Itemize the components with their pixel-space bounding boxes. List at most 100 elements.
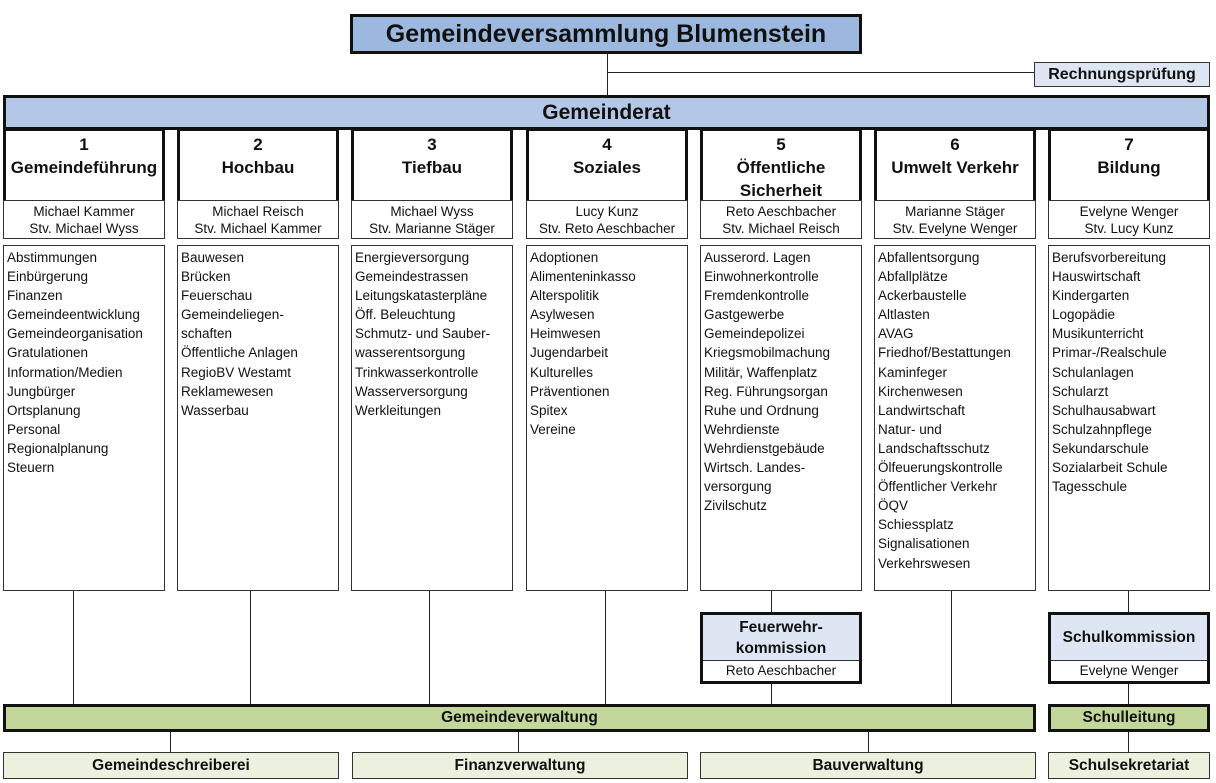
task-item: schaften [181, 326, 233, 342]
fire-commission-person: Reto Aeschbacher [703, 660, 859, 681]
department-name: Bildung [1097, 158, 1161, 177]
fire-commission-title-line1: Feuerwehr- [739, 618, 823, 636]
task-item: Berufsvorbereitung [1052, 250, 1167, 265]
task-item: Reg. Führungsorgan [704, 383, 828, 399]
task-item: Kindergarten [1052, 288, 1130, 304]
task-item: Gemeindeliegen- [181, 307, 284, 323]
task-item: Sekundarschule [1052, 440, 1149, 456]
task-item: Kriegsmobilmachung [704, 345, 831, 361]
department-number: 1 [79, 135, 89, 154]
task-item: Landwirtschaft [878, 402, 966, 418]
task-item: Sozialarbeit Schule [1052, 460, 1168, 476]
task-item: Abstimmungen [7, 250, 98, 265]
task-item: Asylwesen [530, 307, 595, 323]
connector-line [1128, 590, 1129, 614]
task-item: Wasserversorgung [355, 383, 468, 399]
task-item: Öff. Beleuchtung [355, 307, 456, 323]
department-name: Hochbau [221, 158, 295, 177]
office-gemeindeschreiberei: Gemeindeschreiberei [3, 752, 339, 779]
fire-commission-title-line2: kommission [735, 639, 827, 657]
department-name: Soziales [572, 158, 642, 177]
task-item: Schulhausabwart [1052, 402, 1156, 418]
task-item: Ruhe und Ordnung [704, 402, 819, 418]
task-item: wasserentsorgung [355, 345, 466, 361]
fire-commission: Feuerwehr- kommission Reto Aeschbacher [700, 612, 862, 684]
connector-line [1128, 731, 1129, 753]
department-number: 4 [602, 135, 612, 154]
task-item: Personal [7, 421, 61, 437]
task-item: Fremdenkontrolle [704, 288, 810, 304]
connector-line [518, 731, 519, 753]
department-deputy-name: Stv. Evelyne Wenger [892, 221, 1018, 236]
task-item: Alimenteninkasso [530, 269, 636, 285]
task-item: Kulturelles [530, 364, 594, 380]
department-number: 6 [950, 135, 960, 154]
task-item: Ackerbaustelle [878, 288, 967, 304]
task-item: Werkleitungen [355, 402, 442, 418]
task-item: Gemeindeorganisation [7, 326, 143, 342]
task-item: Vereine [530, 421, 576, 437]
department-name: Gemeindeführung [10, 158, 158, 177]
task-item: Natur- und [878, 421, 942, 437]
department-number: 2 [253, 135, 263, 154]
school-commission: Schulkommission Evelyne Wenger [1048, 612, 1210, 684]
task-item: Information/Medien [7, 364, 123, 380]
task-item: Jungbürger [7, 383, 76, 399]
task-item: Schulzahnpflege [1052, 421, 1152, 437]
department-head-name: Reto Aeschbacher [725, 204, 837, 219]
task-item: Landschaftsschutz [878, 440, 990, 456]
council-bar: Gemeinderat [3, 95, 1210, 130]
department-head-name: Michael Wyss [390, 204, 474, 219]
task-item: Signalisationen [878, 536, 970, 552]
task-item: Öffentlicher Verkehr [878, 479, 998, 495]
task-item: Musikunterricht [1052, 326, 1144, 342]
task-item: Altlasten [878, 307, 930, 323]
connector-line [771, 590, 772, 614]
task-item: Verkehrswesen [878, 555, 971, 571]
task-item: Spitex [530, 402, 568, 418]
department-number: 3 [427, 135, 437, 154]
task-item: Friedhof/Bestattungen [878, 345, 1011, 361]
task-item: Bauwesen [181, 250, 245, 265]
department-deputy-name: Stv. Michael Wyss [29, 221, 139, 236]
office-bauverwaltung: Bauverwaltung [700, 752, 1036, 779]
connector-line [73, 590, 74, 706]
connector-line [250, 590, 251, 706]
office-finanzverwaltung: Finanzverwaltung [352, 752, 688, 779]
department-head-name: Marianne Stäger [905, 204, 1005, 219]
task-item: Adoptionen [530, 250, 599, 265]
connector-line [170, 731, 171, 753]
task-item: Tagesschule [1052, 479, 1128, 495]
task-item: Brücken [181, 269, 231, 285]
school-commission-person: Evelyne Wenger [1051, 660, 1207, 681]
task-item: Leitungskatasterpläne [355, 288, 488, 304]
task-item: Jugendarbeit [530, 345, 609, 361]
task-item: Alterspolitik [530, 288, 600, 304]
task-item: Ortsplanung [7, 402, 81, 418]
task-item: Ölfeuerungskontrolle [878, 460, 1003, 476]
task-item: Steuern [7, 460, 55, 476]
department-deputy-name: Stv. Reto Aeschbacher [538, 221, 676, 236]
task-item: Hauswirtschaft [1052, 269, 1141, 285]
connector-line [771, 684, 772, 706]
task-item: Zivilschutz [704, 498, 768, 514]
task-item: Kirchenwesen [878, 383, 963, 399]
department-deputy-name: Stv. Michael Kammer [194, 221, 322, 236]
task-item: Energieversorgung [355, 250, 470, 265]
connector-line [1128, 684, 1129, 706]
task-item: Schularzt [1052, 383, 1109, 399]
task-item: Abfallplätze [878, 269, 948, 285]
